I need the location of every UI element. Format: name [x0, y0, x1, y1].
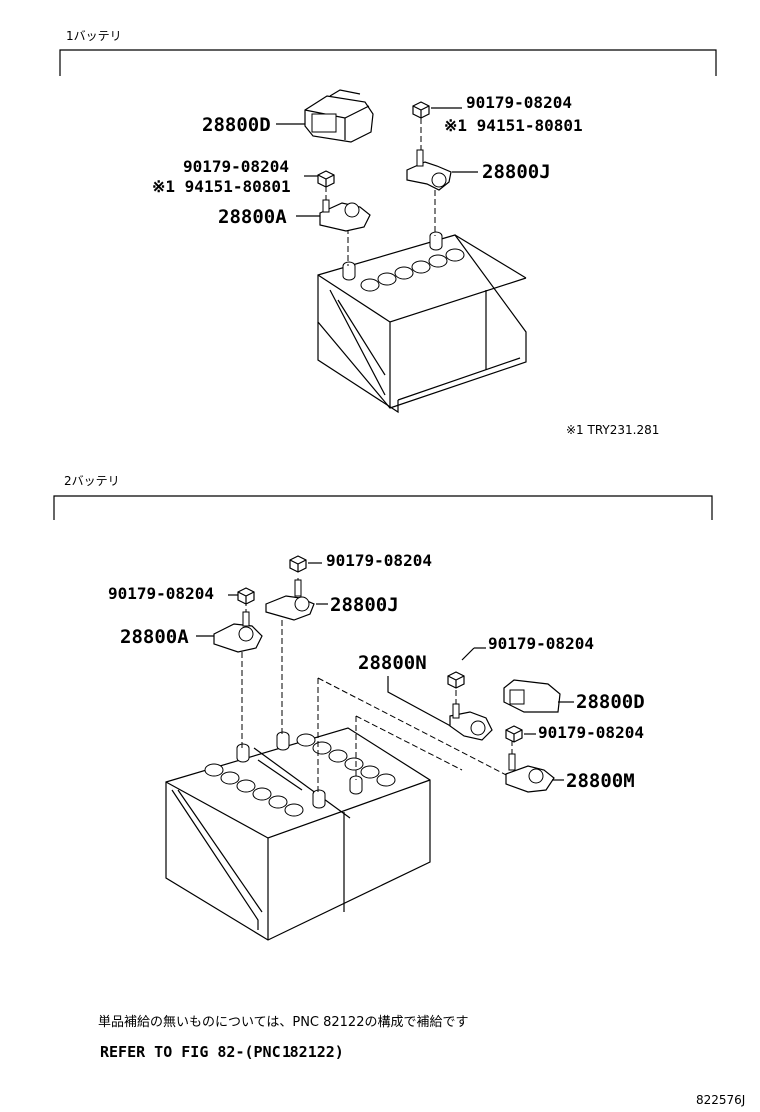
section-1: 1バッテリ — [59, 29, 717, 437]
label-clamp-right: 28800J — [482, 161, 551, 183]
nut-left-section-2 — [237, 587, 255, 605]
battery-1-caps — [360, 248, 465, 292]
clamp-28800N-section-2 — [449, 703, 493, 741]
label-nut-n-section-2: 90179-08204 — [488, 634, 594, 653]
label-clamp-m-section-2: 28800M — [566, 770, 635, 792]
battery-1-terminal-right — [429, 231, 443, 251]
battery-2-terminal-n — [312, 789, 326, 809]
nut-top-section-2 — [289, 555, 307, 573]
section-2-bracket — [53, 495, 713, 520]
cover-28800D-section-2 — [503, 679, 561, 713]
clamp-28800J-section-2 — [265, 579, 315, 621]
cover-28800D-section-1 — [304, 89, 374, 143]
label-clamp-j-section-2: 28800J — [330, 594, 399, 616]
nut-m-section-2 — [505, 725, 523, 743]
section-2-title: 2バッテリ — [64, 474, 120, 488]
clamp-28800M-section-2 — [505, 753, 555, 793]
footer: 単品補給の無いものについては、PNC 82122の構成で補給です REFER T… — [98, 1014, 745, 1107]
section-1-footnote: ※1 TRY231.281 — [566, 423, 659, 437]
label-clamp-left: 28800A — [218, 206, 287, 228]
battery-1-terminal-left — [342, 261, 356, 281]
footer-note-jp: 単品補給の無いものについては、PNC 82122の構成で補給です — [98, 1014, 468, 1030]
battery-2 — [165, 727, 431, 941]
battery-2-terminal-a — [236, 743, 250, 763]
label-alt-left: ※1 94151-80801 — [152, 177, 291, 196]
battery-2-terminal-m — [349, 775, 363, 795]
label-nut-top-section-2: 90179-08204 — [326, 551, 432, 570]
label-nut-left-section-2: 90179-08204 — [108, 584, 214, 603]
clamp-28800A-section-1 — [319, 199, 371, 232]
label-nut-top-right: 90179-08204 — [466, 93, 572, 112]
footer-overlay-digit: 1 — [282, 1043, 291, 1061]
nut-top-right — [412, 101, 430, 119]
label-cover-section-2: 28800D — [576, 691, 645, 713]
label-nut-left: 90179-08204 — [183, 157, 289, 176]
clamp-28800A-section-2 — [213, 611, 263, 653]
battery-2-terminal-j — [276, 731, 290, 751]
section-2: 2バッテリ — [53, 474, 713, 941]
label-clamp-a-section-2: 28800A — [120, 626, 189, 648]
battery-2-caps — [204, 733, 396, 817]
nut-n-section-2 — [447, 671, 465, 689]
section-1-bracket — [59, 49, 717, 76]
label-clamp-n-section-2: 28800N — [358, 652, 427, 674]
label-nut-m-section-2: 90179-08204 — [538, 723, 644, 742]
label-cover-section-1: 28800D — [202, 114, 271, 136]
label-alt-top-right: ※1 94151-80801 — [444, 116, 583, 135]
battery-1 — [317, 231, 527, 414]
figure-id: 822576J — [696, 1093, 745, 1107]
nut-left — [317, 170, 335, 188]
section-1-title: 1バッテリ — [66, 29, 122, 43]
footer-note-en: REFER TO FIG 82-(PNC 82122) — [100, 1043, 344, 1061]
clamp-28800J-section-1 — [406, 149, 452, 191]
